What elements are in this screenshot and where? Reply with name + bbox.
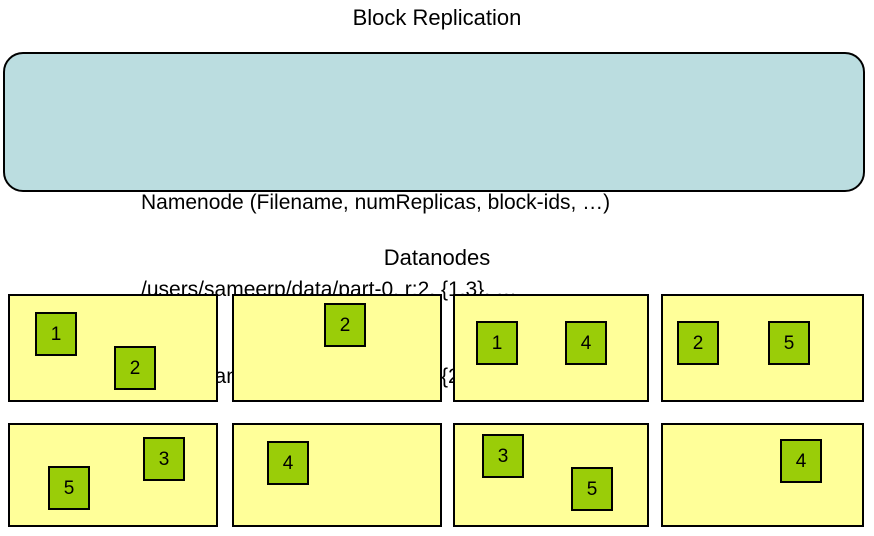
datanode-box: 4 xyxy=(232,423,442,527)
data-block-label: 1 xyxy=(50,323,62,345)
data-block-label: 2 xyxy=(692,332,704,354)
data-block: 5 xyxy=(768,321,810,365)
data-block-label: 4 xyxy=(282,452,294,474)
data-block-label: 1 xyxy=(491,332,503,354)
data-block: 4 xyxy=(267,441,309,485)
data-block: 4 xyxy=(780,439,822,483)
data-block: 3 xyxy=(143,437,185,481)
data-block: 4 xyxy=(565,321,607,365)
data-block-label: 5 xyxy=(586,478,598,500)
data-block-label: 4 xyxy=(795,450,807,472)
namenode-line-header: Namenode (Filename, numReplicas, block-i… xyxy=(141,191,611,214)
data-block-label: 3 xyxy=(497,445,509,467)
data-block: 3 xyxy=(482,434,524,478)
data-block: 5 xyxy=(48,466,90,510)
data-block-label: 2 xyxy=(339,314,351,336)
namenode-panel: Namenode (Filename, numReplicas, block-i… xyxy=(3,52,865,388)
data-block-label: 2 xyxy=(129,357,141,379)
data-block: 1 xyxy=(476,321,518,365)
datanodes-section-label: Datanodes xyxy=(383,245,491,270)
data-block: 2 xyxy=(114,346,156,390)
data-block-label: 5 xyxy=(63,477,75,499)
data-block: 5 xyxy=(571,467,613,511)
data-block-label: 3 xyxy=(158,448,170,470)
data-block-label: 4 xyxy=(580,332,592,354)
datanode-box: 4 xyxy=(661,423,864,527)
data-block: 1 xyxy=(35,312,77,356)
page-title: Block Replication xyxy=(352,5,522,30)
data-block-label: 5 xyxy=(783,332,795,354)
datanode-box: 2 xyxy=(232,294,442,402)
data-block: 2 xyxy=(677,321,719,365)
data-block: 2 xyxy=(324,303,366,347)
